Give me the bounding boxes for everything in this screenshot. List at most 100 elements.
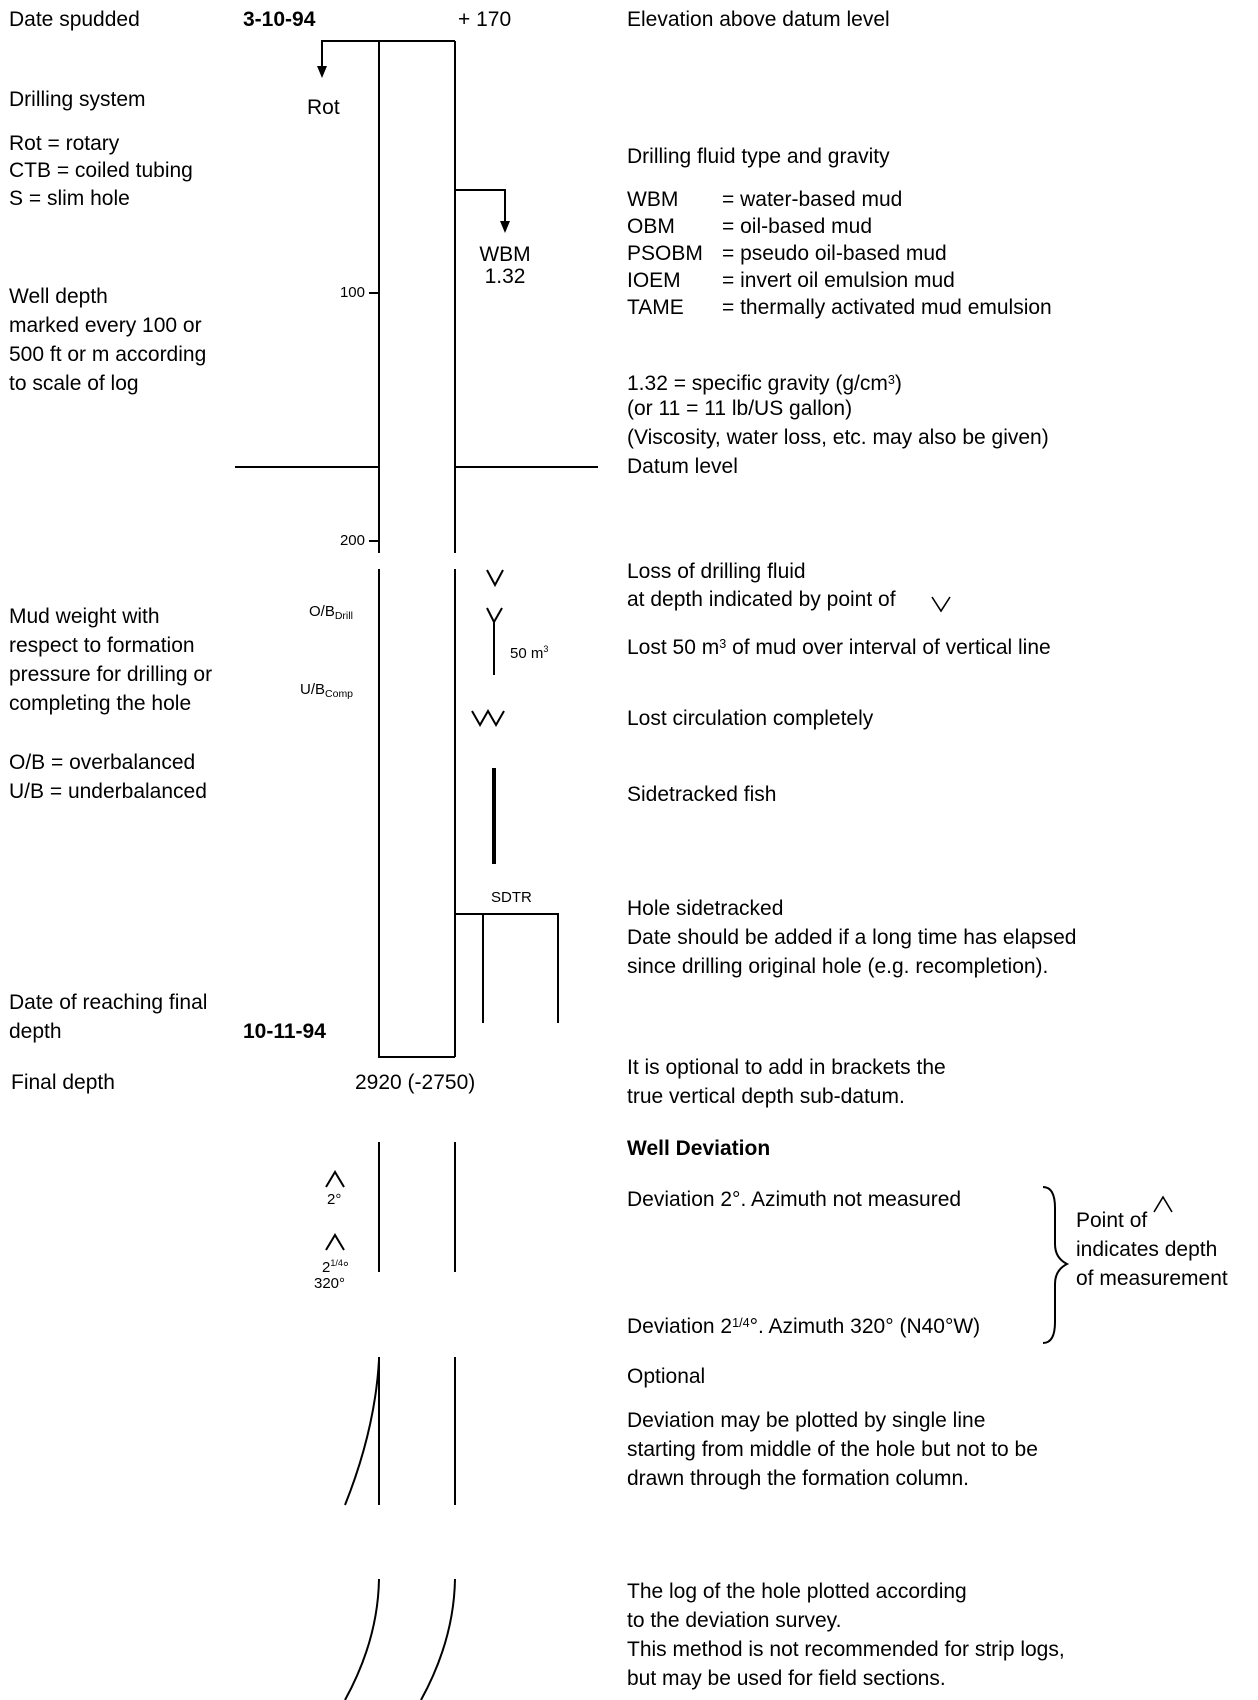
mud-weight-label-2: respect to formation xyxy=(9,634,195,657)
well-depth-label-2: marked every 100 or xyxy=(9,314,202,337)
mud-code: IOEM xyxy=(627,269,681,292)
fluid-loss-label-1: Loss of drilling fluid xyxy=(627,560,806,583)
optional-note-2: starting from middle of the hole but not… xyxy=(627,1438,1038,1461)
mud-type-row: IOEM = invert oil emulsion mud xyxy=(627,267,1052,294)
depth-label-200: 200 xyxy=(339,532,365,549)
deviation-inline-symbol xyxy=(1153,1195,1173,1213)
lost-circulation-label: Lost circulation completely xyxy=(627,707,874,730)
datum-level-label: Datum level xyxy=(627,455,738,478)
sg-sup: 3 xyxy=(887,373,895,387)
mud-type-row: WBM= water-based mud xyxy=(627,186,1052,213)
mud-code: OBM xyxy=(627,215,675,238)
lost-50-desc-a: Lost 50 m xyxy=(627,636,720,659)
specific-gravity-text: 1.32 = specific gravity (g/cm3) xyxy=(627,368,902,396)
single-deviation-line xyxy=(344,1359,380,1506)
elevation-value: + 170 xyxy=(458,8,512,31)
final-depth-value: 2920 (-2750) xyxy=(355,1071,476,1094)
of-measurement-label: of measurement xyxy=(1076,1267,1228,1290)
drilling-fluid-arrowhead xyxy=(500,221,510,233)
mud-type-table: WBM= water-based mud OBM= oil-based mud … xyxy=(627,186,1052,321)
azimuth-320-label: 320° xyxy=(314,1275,346,1292)
lost-50-desc-b: of mud over interval of vertical line xyxy=(726,636,1051,659)
mud-code: PSOBM xyxy=(627,242,703,265)
overbalanced-definition: O/B = overbalanced xyxy=(9,751,196,774)
mud-code: TAME xyxy=(627,296,684,319)
mud-desc: = invert oil emulsion mud xyxy=(722,269,955,292)
final-date-value: 10-11-94 xyxy=(243,1020,326,1043)
date-spudded-label: Date spudded xyxy=(9,8,140,31)
final-depth-label: Final depth xyxy=(11,1071,115,1094)
dev-bracket xyxy=(1042,1186,1070,1344)
fluid-loss-symbol xyxy=(486,569,504,588)
elevation-label: Elevation above datum level xyxy=(627,8,890,31)
final-date-label-2: depth xyxy=(9,1020,62,1043)
lost-50-label: 50 m3 xyxy=(510,640,548,663)
lost-50-text: 50 m xyxy=(510,645,544,662)
mud-desc: = pseudo oil-based mud xyxy=(722,242,947,265)
viscosity-note: (Viscosity, water loss, etc. may also be… xyxy=(627,426,1049,449)
tvd-note-1: It is optional to add in brackets the xyxy=(627,1056,946,1079)
mud-weight-label-4: completing the hole xyxy=(9,692,192,715)
sidetrack-note-1: Date should be added if a long time has … xyxy=(627,926,1077,949)
drilling-fluid-arrow xyxy=(455,189,506,223)
drilling-system-arrow xyxy=(321,40,379,68)
underbalanced-definition: U/B = underbalanced xyxy=(9,780,207,803)
lost-50-description: Lost 50 m3 of mud over interval of verti… xyxy=(627,632,1051,660)
dev-214-fraction: 1/4 xyxy=(330,1258,343,1268)
survey-wall-left xyxy=(344,1578,380,1700)
deviation-symbol-214 xyxy=(325,1233,345,1251)
well-depth-label-1: Well depth xyxy=(9,285,108,308)
mud-code: WBM xyxy=(627,188,679,211)
ub-text: U/B xyxy=(300,681,326,698)
survey-note-2: to the deviation survey. xyxy=(627,1609,842,1632)
survey-wall-right xyxy=(420,1578,456,1700)
mud-desc: = thermally activated mud emulsion xyxy=(722,296,1052,319)
lost-50-symbol xyxy=(486,607,503,675)
mud-desc: = oil-based mud xyxy=(722,215,873,238)
dev-214-degree: ° xyxy=(342,1259,349,1276)
deviation-214-description: Deviation 21/4°. Azimuth 320° (N40°W) xyxy=(627,1311,980,1339)
ub-subscript: Comp xyxy=(325,688,354,700)
hole-wall-left-2 xyxy=(378,569,455,1058)
sidetrack-branch xyxy=(455,913,559,1023)
deviation-symbol-2 xyxy=(325,1170,345,1188)
deviation-214-label: 21/4° xyxy=(322,1254,349,1277)
date-spudded-value: 3-10-94 xyxy=(243,8,316,31)
fluid-type-title: Drilling fluid type and gravity xyxy=(627,145,890,168)
deviation-2-description: Deviation 2°. Azimuth not measured xyxy=(627,1188,962,1211)
sidetracked-fish-label: Sidetracked fish xyxy=(627,783,777,806)
drilling-system-label: Drilling system xyxy=(9,88,146,111)
survey-note-3: This method is not recommended for strip… xyxy=(627,1638,1065,1661)
mud-type-row: PSOBM = pseudo oil-based mud xyxy=(627,240,1052,267)
slim-hole-definition: S = slim hole xyxy=(9,187,130,210)
lost-circulation-symbol xyxy=(471,708,505,728)
dev-214-desc-b: °. Azimuth 320° (N40°W) xyxy=(749,1315,981,1338)
mud-type-value: WBM xyxy=(479,243,531,266)
mud-weight-label-3: pressure for drilling or xyxy=(9,663,213,686)
indicates-depth-label: indicates depth xyxy=(1076,1238,1218,1261)
optional-note-3: drawn through the formation column. xyxy=(627,1467,970,1490)
point-of-label: Point of xyxy=(1076,1209,1148,1232)
survey-note-4: but may be used for field sections. xyxy=(627,1667,946,1690)
ob-text: O/B xyxy=(309,603,335,620)
sg-text-b: ) xyxy=(894,372,902,395)
dev-214-desc-frac: 1/4 xyxy=(732,1316,750,1330)
tvd-note-2: true vertical depth sub-datum. xyxy=(627,1085,905,1108)
drilling-system-value: Rot xyxy=(307,96,340,119)
mud-gravity-value: 1.32 xyxy=(484,265,526,288)
specific-gravity-alt: (or 11 = 11 lb/US gallon) xyxy=(627,397,853,420)
sg-text-a: 1.32 = specific gravity (g/cm xyxy=(627,372,888,395)
dev-214-whole: 2 xyxy=(322,1259,331,1276)
mud-type-row: TAME = thermally activated mud emulsion xyxy=(627,294,1052,321)
lost-50-sup: 3 xyxy=(543,644,549,654)
underbalanced-comp-label: U/BComp xyxy=(300,681,353,703)
ob-subscript: Drill xyxy=(334,610,353,622)
mud-type-row: OBM = oil-based mud xyxy=(627,213,1052,240)
dev-214-desc-a: Deviation 2 xyxy=(627,1315,733,1338)
optional-label: Optional xyxy=(627,1365,706,1388)
rot-definition: Rot = rotary xyxy=(9,132,120,155)
hole-sidetracked-label: Hole sidetracked xyxy=(627,897,784,920)
mud-weight-label-1: Mud weight with xyxy=(9,605,160,628)
survey-note-1: The log of the hole plotted according xyxy=(627,1580,967,1603)
